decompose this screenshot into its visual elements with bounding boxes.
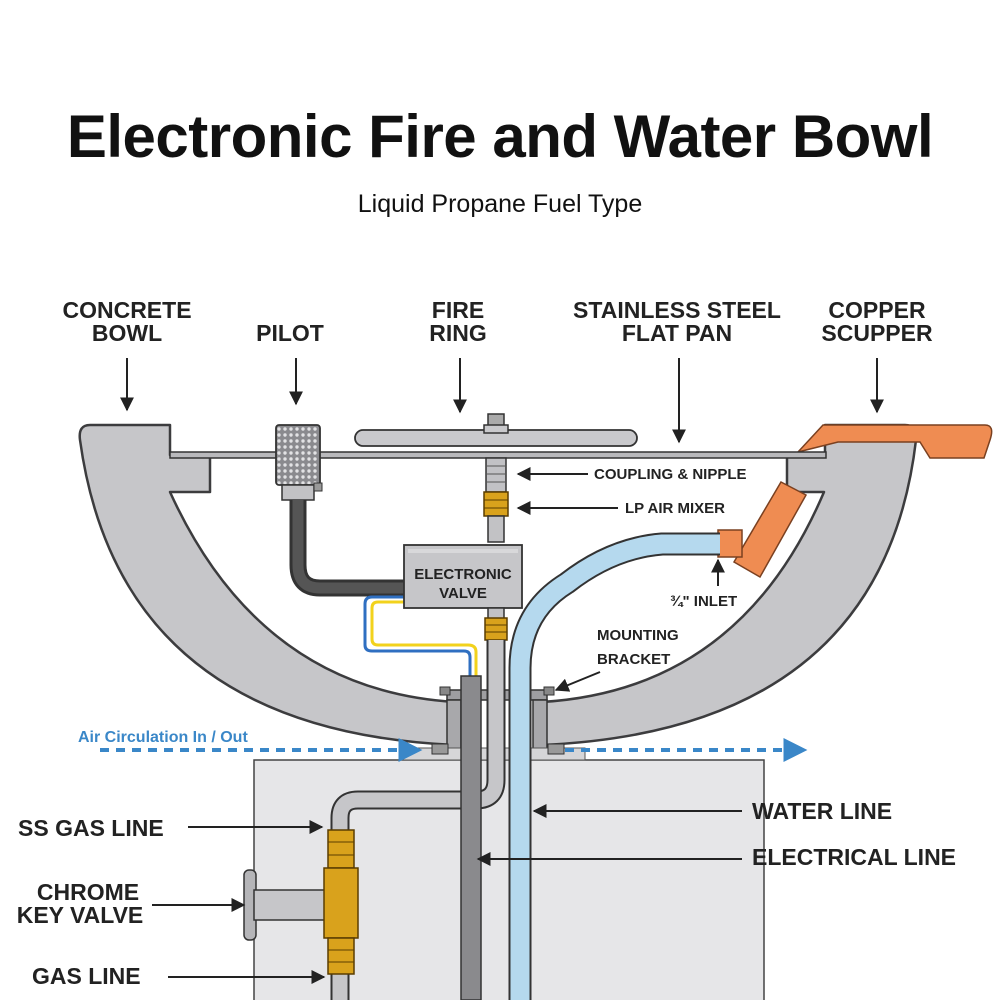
concrete-bowl-label-2: BOWL: [92, 320, 162, 346]
electronic-valve-label-2: VALVE: [439, 585, 487, 602]
flat-pan-label-1: STAINLESS STEEL: [573, 297, 781, 323]
valve-wire-blue: [363, 595, 472, 680]
ss-gas-line-label: SS GAS LINE: [18, 815, 164, 841]
gas-line-brass-lower: [327, 937, 355, 975]
mounting-bracket-label-1: MOUNTING: [597, 627, 679, 644]
valve-wire-yellow: [370, 600, 478, 680]
concrete-bowl: [78, 423, 457, 747]
mounting-bracket-label-2: BRACKET: [597, 651, 670, 668]
mounting-bracket-arrow: [554, 671, 601, 692]
inlet-label: ¾" INLET: [670, 593, 737, 610]
copper-inlet-pipe: [732, 481, 808, 579]
coupling-nipple: [485, 457, 507, 493]
copper-scupper-label-1: COPPER: [828, 297, 926, 323]
pilot-head: [275, 424, 321, 486]
copper-scupper: [795, 424, 993, 459]
chrome-key-valve-label-2: KEY VALVE: [17, 902, 144, 928]
concrete-bowl-label-1: CONCRETE: [62, 297, 191, 323]
air-circulation-label: Air Circulation In / Out: [78, 729, 248, 746]
lp-air-mixer-label: LP AIR MIXER: [625, 500, 725, 517]
fire-ring-cap: [487, 413, 505, 427]
page-subtitle: Liquid Propane Fuel Type: [357, 190, 643, 218]
electrical-line: [460, 675, 482, 1000]
pilot-label: PILOT: [256, 320, 324, 346]
gas-line-label: GAS LINE: [32, 963, 141, 989]
page-title: Electronic Fire and Water Bowl: [66, 103, 934, 170]
fire-ring-label-2: RING: [429, 320, 487, 346]
chrome-key-valve-label-1: CHROME: [37, 879, 139, 905]
gas-line-brass-upper: [327, 829, 355, 869]
pilot-tube: [289, 500, 410, 597]
flat-pan-label-2: FLAT PAN: [622, 320, 732, 346]
water-line-label: WATER LINE: [752, 798, 892, 824]
gas-line-brass-tee: [323, 867, 359, 939]
electrical-line-label: ELECTRICAL LINE: [752, 844, 956, 870]
electronic-valve: [403, 544, 523, 609]
valve-brass-fitting: [484, 617, 508, 641]
inlet-fitting: [717, 529, 743, 558]
coupling-nipple-label: COUPLING & NIPPLE: [594, 466, 747, 483]
copper-scupper-label-2: SCUPPER: [821, 320, 933, 346]
flat-pan: [169, 451, 827, 459]
electronic-valve-label-1: ELECTRONIC: [414, 566, 512, 583]
fire-ring-label-1: FIRE: [432, 297, 484, 323]
fire-ring-nut: [483, 424, 509, 434]
lp-air-mixer: [483, 491, 509, 517]
chrome-key-valve: [253, 889, 335, 921]
